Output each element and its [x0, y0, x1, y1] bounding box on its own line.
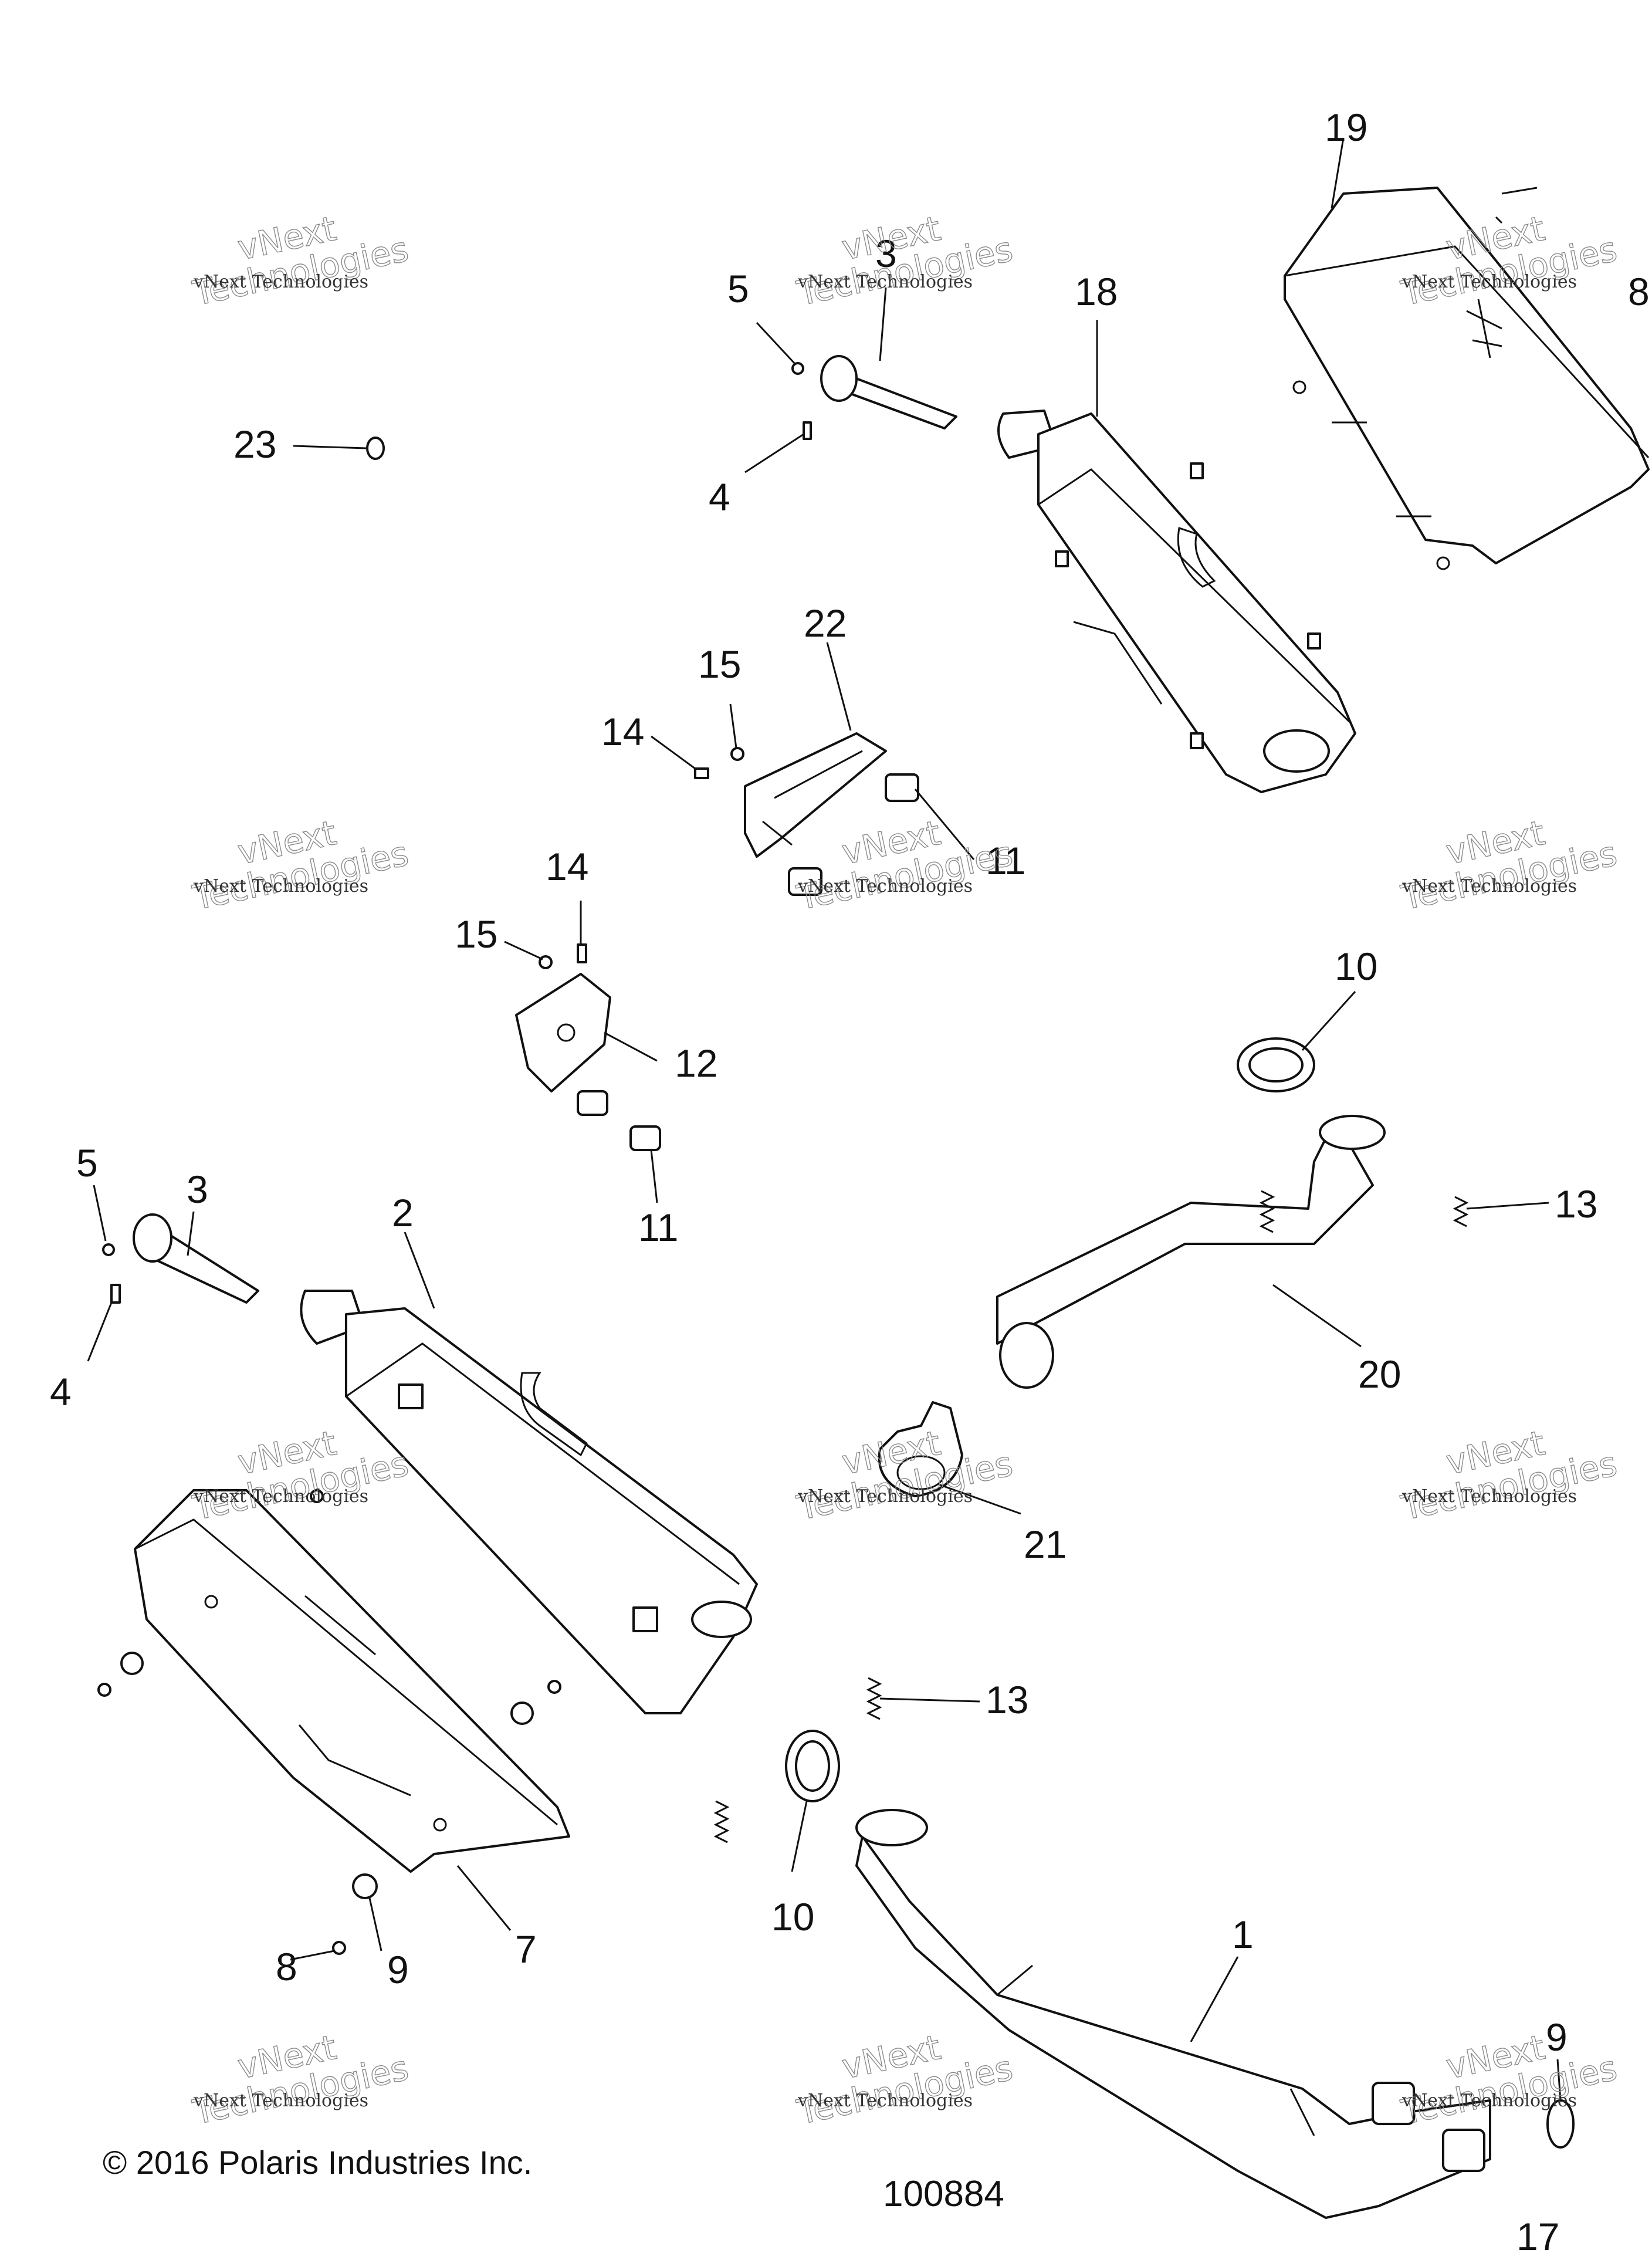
callout-1: 1: [1232, 1913, 1254, 1956]
muffler-upper: [997, 410, 1356, 793]
nut-lower-a: [97, 1683, 111, 1697]
callout-4a: 4: [709, 475, 730, 519]
spring-lower-a: [866, 1677, 882, 1720]
washer-lower-a: [120, 1652, 144, 1675]
callout-8b: 9: [387, 1948, 409, 1991]
clamp-21: [878, 1401, 963, 1497]
watermark: vNext Technologies vNext Technologies: [189, 208, 412, 314]
washer-lower-b: [510, 1701, 534, 1725]
tail-tip-lower: [133, 1213, 259, 1304]
head-pipe-upper: [996, 1115, 1386, 1389]
callout-14b: 14: [546, 845, 588, 888]
bolt-upper: [803, 421, 812, 440]
callout-11a: 11: [986, 839, 1026, 882]
svg-text:vNext Technologies: vNext Technologies: [797, 1486, 973, 1507]
callout-15b: 15: [455, 912, 497, 956]
svg-text:vNext Technologies: vNext Technologies: [193, 1486, 368, 1507]
callout-20: 20: [1358, 1352, 1401, 1396]
watermark: vNext Technologies vNext Technologies: [1397, 1422, 1621, 1528]
callout-19: 19: [1325, 106, 1367, 149]
nut-upper: [791, 362, 804, 375]
callout-10b: 10: [771, 1895, 814, 1939]
bolt-14b: [577, 943, 587, 963]
spring-upper-a: [1259, 1190, 1275, 1233]
svg-text:vNext Technologies: vNext Technologies: [1402, 2090, 1577, 2111]
nut-15a: [730, 747, 744, 761]
callout-6: 7: [515, 1927, 537, 1971]
callout-13a: 13: [1555, 1182, 1597, 1226]
callout-2: 2: [392, 1191, 414, 1234]
callout-13b: 13: [986, 1678, 1028, 1721]
washer-8: [352, 1873, 378, 1899]
callout-8a: 8: [1628, 270, 1650, 313]
callout-21: 21: [1024, 1523, 1067, 1566]
callout-18: 18: [1075, 270, 1118, 313]
watermark: vNext Technologies vNext Technologies: [189, 2027, 412, 2133]
watermark: vNext Technologies vNext Technologies: [793, 812, 1017, 918]
svg-text:vNext Technologies: vNext Technologies: [1402, 1486, 1577, 1507]
callout-12: 12: [675, 1041, 717, 1085]
callout-9: 9: [1546, 2015, 1568, 2059]
svg-text:vNext Technologies: vNext Technologies: [797, 2090, 973, 2111]
gasket-lower: [785, 1730, 840, 1802]
watermark: vNext Technologies vNext Technologies: [793, 2027, 1017, 2133]
tail-tip-upper: [820, 355, 957, 429]
callout-3b: 3: [187, 1168, 208, 1211]
svg-text:vNext Technologies: vNext Technologies: [193, 272, 368, 292]
gasket-upper: [1237, 1037, 1315, 1092]
svg-text:vNext Technologies: vNext Technologies: [1402, 876, 1577, 897]
callout-labels: 19 8 18 3 5 4 23 22 15 14 11 14 15 12 11…: [50, 106, 1650, 2253]
watermark: vNext Technologies vNext Technologies: [793, 1422, 1017, 1528]
heat-shield-upper: [1284, 187, 1650, 570]
watermark: vNext Technologies vNext Technologies: [189, 812, 412, 918]
nut-lower-b: [547, 1680, 561, 1694]
callout-22: 22: [804, 601, 847, 645]
muffler-lower: [300, 1290, 758, 1714]
bolt-lower: [110, 1284, 121, 1304]
callout-5a: 5: [727, 267, 749, 310]
spring-lower-b: [713, 1800, 730, 1843]
washer-23: [366, 437, 385, 460]
svg-text:vNext Technologies: vNext Technologies: [193, 2090, 368, 2111]
callout-3a: 3: [875, 232, 897, 275]
nut-7: [332, 1941, 346, 1955]
drawing-number: 100884: [883, 2174, 1004, 2214]
callout-7: 8: [276, 1945, 297, 1988]
callout-14a: 14: [601, 710, 644, 753]
head-pipe-lower: [855, 1809, 1491, 2219]
watermarks: vNext Technologies vNext Technologies vN…: [189, 208, 1621, 2133]
nut-lower: [102, 1243, 115, 1256]
nut-lower-c: [310, 1489, 324, 1503]
bolt-14a: [694, 767, 709, 779]
leader-lines: [87, 137, 1562, 2101]
callout-15a: 15: [698, 642, 741, 686]
watermark: vNext Technologies vNext Technologies: [1397, 812, 1621, 918]
svg-text:vNext Technologies: vNext Technologies: [1402, 272, 1577, 292]
bracket-lower: [515, 973, 661, 1151]
callout-5b: 5: [76, 1141, 98, 1185]
svg-text:vNext Technologies: vNext Technologies: [797, 272, 973, 292]
spring-upper-b: [1453, 1196, 1469, 1227]
copyright-text: © 2016 Polaris Industries Inc.: [103, 2144, 532, 2181]
watermark: vNext Technologies vNext Technologies: [793, 208, 1017, 314]
svg-text:vNext Technologies: vNext Technologies: [797, 876, 973, 897]
callout-23: 23: [233, 422, 276, 466]
bracket-upper: [744, 732, 919, 896]
callout-10a: 10: [1335, 945, 1377, 988]
callout-17: 17: [1516, 2215, 1559, 2253]
svg-text:vNext Technologies: vNext Technologies: [193, 876, 368, 897]
heat-shield-lower: [134, 1489, 570, 1873]
callout-4b: 4: [50, 1370, 72, 1413]
watermark: vNext Technologies vNext Technologies: [1397, 2027, 1621, 2133]
callout-11b: 11: [638, 1206, 679, 1249]
